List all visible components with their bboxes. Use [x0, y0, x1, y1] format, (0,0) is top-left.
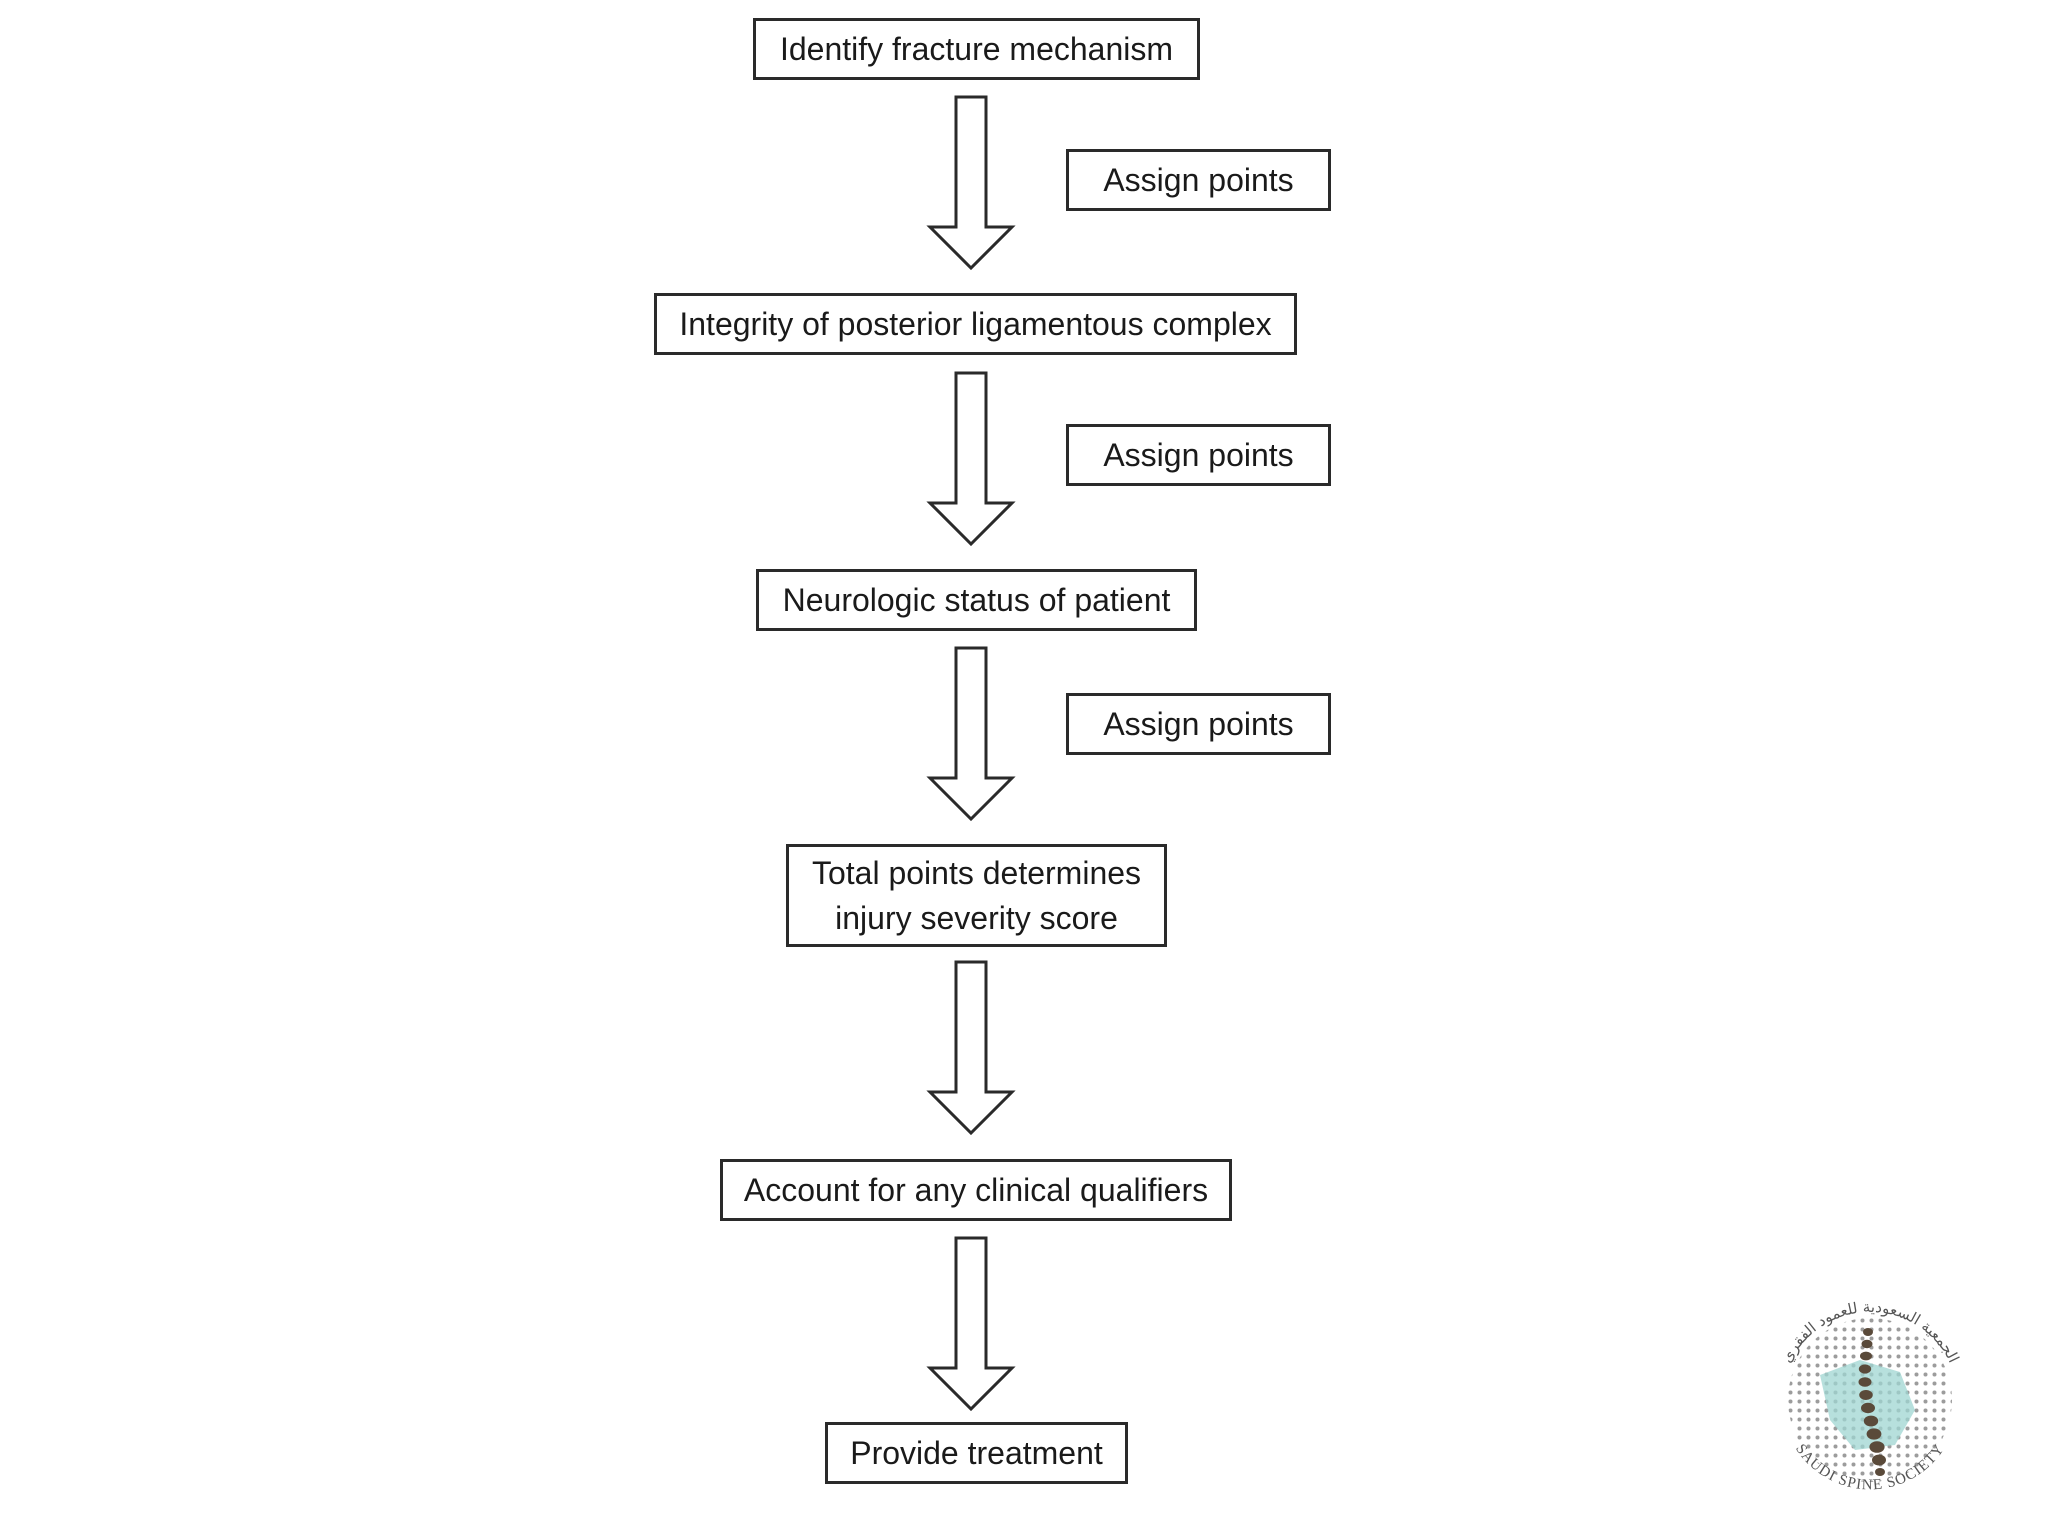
side-note-assign-points-3: Assign points — [1066, 693, 1331, 755]
step-total-points: Total points determines injury severity … — [786, 844, 1167, 947]
side-note-assign-points-1: Assign points — [1066, 149, 1331, 211]
down-arrow-5 — [926, 1236, 1016, 1412]
step-provide-treatment: Provide treatment — [825, 1422, 1128, 1484]
down-arrow-4 — [926, 960, 1016, 1136]
step-neurologic-status: Neurologic status of patient — [756, 569, 1197, 631]
step-posterior-ligamentous-complex: Integrity of posterior ligamentous compl… — [654, 293, 1297, 355]
step-clinical-qualifiers: Account for any clinical qualifiers — [720, 1159, 1232, 1221]
down-arrow-1 — [926, 95, 1016, 271]
side-note-assign-points-2: Assign points — [1066, 424, 1331, 486]
side-note-label: Assign points — [1103, 436, 1294, 473]
down-arrow-2 — [926, 371, 1016, 547]
step-label: Provide treatment — [850, 1434, 1103, 1471]
step-label-line-1: Total points determines — [811, 854, 1142, 891]
step-label: Neurologic status of patient — [782, 581, 1171, 618]
side-note-label: Assign points — [1103, 705, 1294, 742]
step-label: Identify fracture mechanism — [779, 30, 1174, 67]
step-label: Account for any clinical qualifiers — [743, 1171, 1209, 1208]
saudi-spine-society-logo: الجمعية السعودية للعمود الفقري SAUDI SPI… — [1777, 1298, 1963, 1494]
step-label-line-2: injury severity score — [835, 899, 1118, 936]
step-identify-fracture-mechanism: Identify fracture mechanism — [753, 18, 1200, 80]
down-arrow-3 — [926, 646, 1016, 822]
step-label: Integrity of posterior ligamentous compl… — [679, 305, 1272, 342]
side-note-label: Assign points — [1103, 161, 1294, 198]
